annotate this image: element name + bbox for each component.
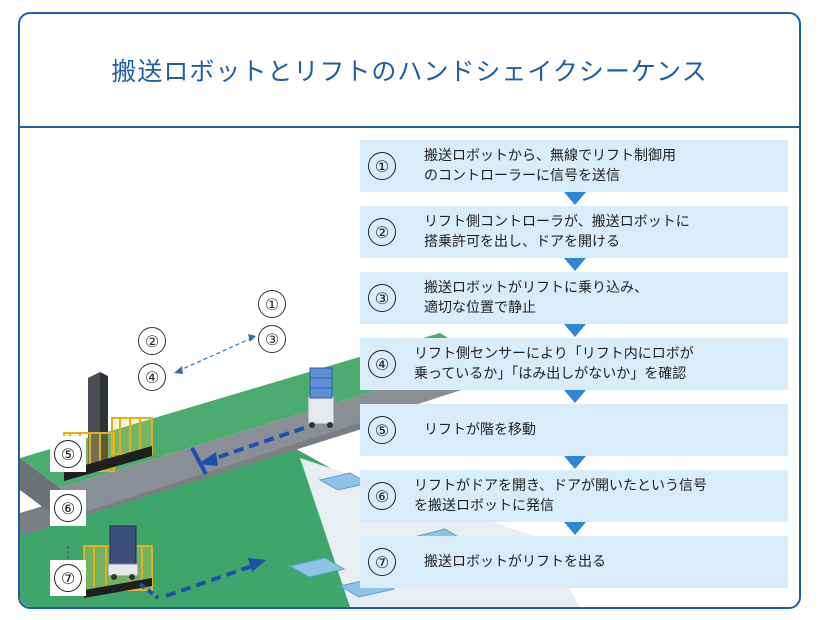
marker-3: ③ <box>258 325 286 353</box>
marker-1: ① <box>258 290 286 318</box>
arrow-down-icon <box>564 192 586 205</box>
step-text: リフト側コントローラが、搬送ロボットに 搭乗許可を出し、ドアを開ける <box>424 214 690 250</box>
step-text: リフト側センサーにより「リフト内にロボが 乗っているか」「はみ出しがないか」を確… <box>414 346 694 382</box>
marker-2: ② <box>138 327 166 355</box>
step-7: ⑦ 搬送ロボットがリフトを出る <box>360 536 788 588</box>
step-number: ④ <box>368 350 396 378</box>
arrow-down-icon <box>564 456 586 469</box>
step-1: ① 搬送ロボットから、無線でリフト制御用 のコントローラーに信号を送信 <box>360 140 788 192</box>
lower-path-arrow <box>138 582 160 600</box>
arrow-down-icon <box>564 390 586 403</box>
marker-4: ④ <box>138 363 166 391</box>
step-number: ② <box>368 218 396 246</box>
header: 搬送ロボットとリフトのハンドシェイクシーケンス <box>20 14 799 128</box>
marker-5: ⑤ <box>50 436 86 472</box>
step-6: ⑥ リフトがドアを開き、ドアが開いたという信号 を搬送ロボットに発信 <box>360 470 788 522</box>
upper-path-arrow <box>209 426 305 462</box>
marker-7: ⑦ <box>50 560 86 596</box>
step-3: ③ 搬送ロボットがリフトに乗り込み、 適切な位置で静止 <box>360 272 788 324</box>
step-text: 搬送ロボットがリフトを出る <box>424 554 606 570</box>
step-text: リフトがドアを開き、ドアが開いたという信号 を搬送ロボットに発信 <box>414 478 708 514</box>
step-text: 搬送ロボットがリフトに乗り込み、 適切な位置で静止 <box>424 280 648 316</box>
step-number: ⑦ <box>368 548 396 576</box>
step-4: ④ リフト側センサーにより「リフト内にロボが 乗っているか」「はみ出しがないか」… <box>360 338 788 390</box>
step-number: ⑤ <box>368 416 396 444</box>
wireless-link <box>177 337 253 372</box>
step-number: ① <box>368 152 396 180</box>
marker-6: ⑥ <box>50 490 86 526</box>
step-5: ⑤ リフトが階を移動 <box>360 404 788 456</box>
step-number: ③ <box>368 284 396 312</box>
arrow-down-icon <box>564 324 586 337</box>
lower-robot <box>107 525 139 580</box>
step-number: ⑥ <box>368 482 396 510</box>
upper-robot <box>307 367 335 428</box>
step-text: 搬送ロボットから、無線でリフト制御用 のコントローラーに信号を送信 <box>424 148 676 184</box>
page-title: 搬送ロボットとリフトのハンドシェイクシーケンス <box>111 57 708 86</box>
diagram-frame: 搬送ロボットとリフトのハンドシェイクシーケンス <box>18 12 801 609</box>
arrow-down-icon <box>564 522 586 535</box>
step-text: リフトが階を移動 <box>424 422 536 438</box>
arrow-down-icon <box>564 258 586 271</box>
step-2: ② リフト側コントローラが、搬送ロボットに 搭乗許可を出し、ドアを開ける <box>360 206 788 258</box>
